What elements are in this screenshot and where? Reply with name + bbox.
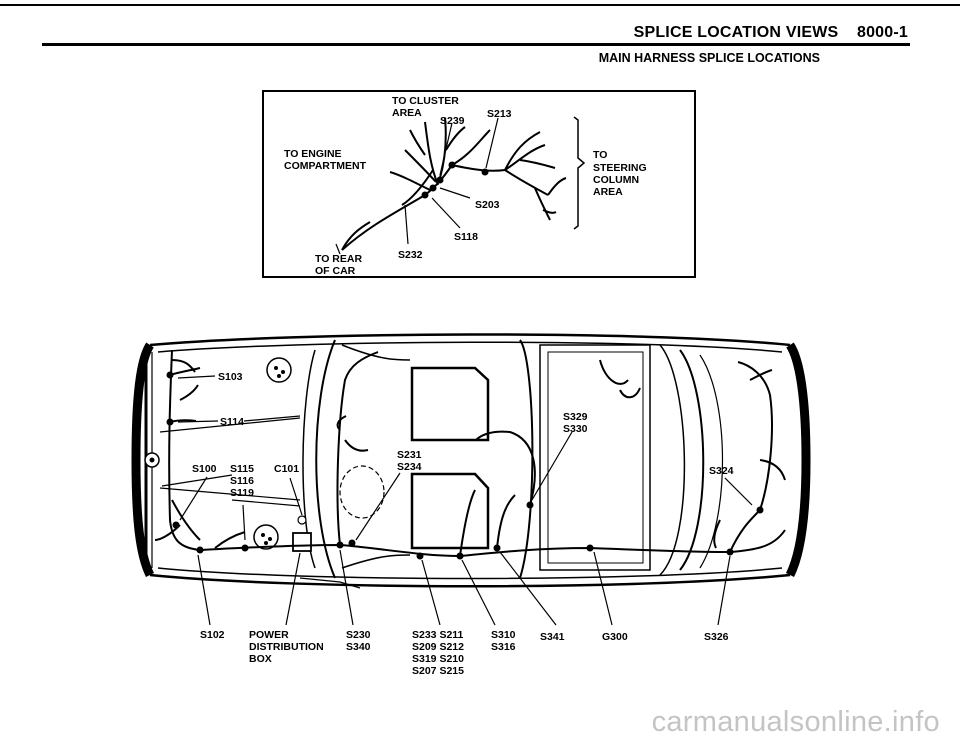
label-to-rear: TO REAR — [315, 253, 362, 265]
car-splice-dots — [166, 371, 764, 560]
bottom-labels: S102 POWER DISTRIBUTION BOX S230 S340 S2… — [200, 629, 729, 677]
label-s100: S100 — [192, 463, 217, 475]
label-s326: S326 — [704, 631, 729, 643]
label-to-engine: TO ENGINE — [284, 148, 342, 160]
watermark: carmanualsonline.info — [651, 706, 940, 738]
label-box: BOX — [249, 653, 272, 665]
label-s118: S118 — [454, 231, 478, 243]
label-s203: S203 — [475, 199, 500, 211]
label-s116: S116 — [230, 475, 254, 487]
label-s231: S231 — [397, 449, 422, 461]
label-s119: S119 — [230, 487, 254, 499]
steering-bracket — [573, 116, 586, 230]
label-s234: S234 — [397, 461, 422, 473]
label-c101: C101 — [274, 463, 299, 475]
page-title: SPLICE LOCATION VIEWS 8000-1 — [633, 24, 908, 41]
label-of-car: OF CAR — [315, 265, 356, 277]
label-s341: S341 — [540, 631, 565, 643]
label-s340: S340 — [346, 641, 371, 653]
label-s103: S103 — [218, 371, 243, 383]
label-s102: S102 — [200, 629, 225, 641]
inset-harness — [341, 117, 567, 251]
power-distribution-box-icon — [292, 532, 312, 552]
label-power: POWER — [249, 629, 289, 641]
car-seats — [410, 366, 490, 550]
label-s232: S232 — [398, 249, 423, 261]
label-s213: S213 — [487, 108, 512, 120]
label-s310: S310 — [491, 629, 516, 641]
inset-leaders — [335, 117, 499, 255]
label-s233-s211: S233 S211 — [412, 629, 464, 641]
harness-inset-frame — [262, 90, 696, 278]
label-to-cluster: TO CLUSTER — [392, 95, 459, 107]
label-steering: STEERING — [593, 162, 647, 174]
label-compartment: COMPARTMENT — [284, 160, 367, 172]
label-s115: S115 — [230, 463, 254, 475]
label-s329: S329 — [563, 411, 588, 423]
label-to: TO — [593, 149, 607, 161]
grommet-icons — [144, 357, 292, 550]
inset-splice-dots — [421, 161, 489, 199]
header-rule — [42, 43, 910, 46]
car-body — [131, 333, 811, 589]
label-s316: S316 — [491, 641, 516, 653]
steering-wheel-icon — [339, 465, 385, 519]
label-to-cluster-area: AREA — [392, 107, 422, 119]
top-rule — [0, 4, 960, 6]
label-g300: G300 — [602, 631, 628, 643]
car-harness — [154, 349, 786, 558]
label-column: COLUMN — [593, 174, 639, 186]
car-labels: S103 S114 S100 S115 S116 S119 C101 S231 … — [192, 371, 734, 499]
label-s114: S114 — [220, 416, 244, 428]
label-s207-s215: S207 S215 — [412, 665, 464, 677]
label-s239: S239 — [440, 115, 465, 127]
label-s324: S324 — [709, 465, 734, 477]
label-s209-s212: S209 S212 — [412, 641, 464, 653]
label-distribution: DISTRIBUTION — [249, 641, 324, 653]
car-leaders — [161, 375, 753, 626]
label-area: AREA — [593, 186, 623, 198]
grommet-dots — [149, 366, 285, 545]
page-subtitle: MAIN HARNESS SPLICE LOCATIONS — [598, 51, 820, 65]
inset-labels: TO CLUSTER AREA S239 S213 TO ENGINE COMP… — [284, 95, 647, 277]
c101-connector-icon — [297, 515, 307, 525]
label-s230: S230 — [346, 629, 371, 641]
label-s330: S330 — [563, 423, 588, 435]
label-s319-s210: S319 S210 — [412, 653, 464, 665]
